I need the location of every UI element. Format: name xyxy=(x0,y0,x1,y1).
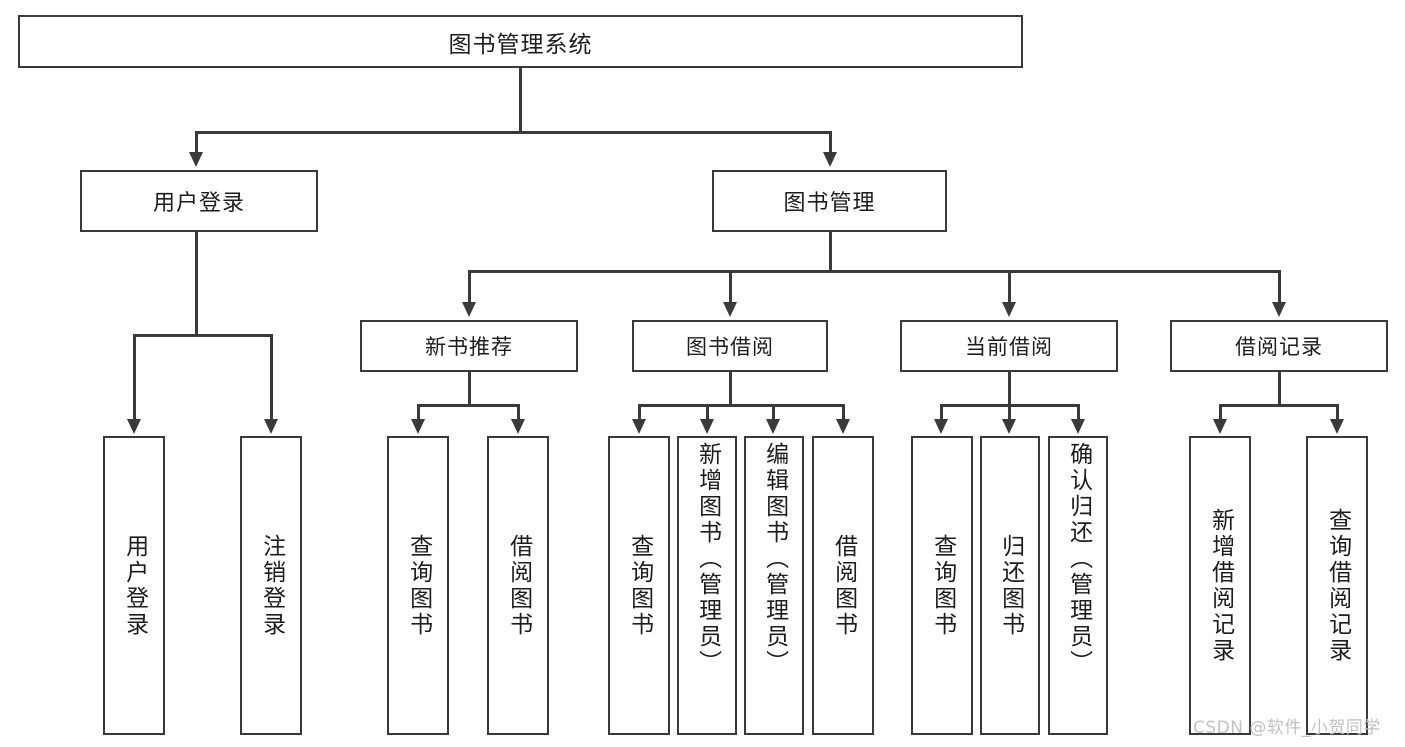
connector-drop-current-borrow xyxy=(1008,270,1011,303)
connector-drop-borrow-record xyxy=(1278,270,1281,303)
connector-root-rail xyxy=(196,131,832,134)
connector-user-login-drop-2 xyxy=(270,334,273,420)
leaf-borrow-book-new-recommend[interactable]: 借阅图书 xyxy=(487,436,549,735)
connector-user-login-stem xyxy=(195,232,198,335)
arrow-to-leaf-query-book-1 xyxy=(411,419,425,434)
arrow-to-book-borrow xyxy=(723,302,737,317)
connector-root-to-book-manage xyxy=(829,131,832,153)
connector-new-book-rail xyxy=(418,404,519,407)
node-borrow-record[interactable]: 借阅记录 xyxy=(1170,320,1388,372)
connector-current-borrow-drop-2 xyxy=(1008,404,1011,420)
arrow-to-leaf-borrow-book-1 xyxy=(511,419,525,434)
arrow-to-leaf-borrow-book-2 xyxy=(836,419,850,434)
node-user-login[interactable]: 用户登录 xyxy=(80,170,318,232)
connector-borrow-record-drop-2 xyxy=(1336,404,1339,420)
leaf-label: 注销登录 xyxy=(258,533,285,638)
connector-book-borrow-drop-4 xyxy=(842,404,845,420)
leaf-query-borrow-record[interactable]: 查询借阅记录 xyxy=(1306,436,1368,735)
leaf-borrow-book-borrow[interactable]: 借阅图书 xyxy=(812,436,874,735)
connector-root-to-user-login xyxy=(195,131,198,153)
leaf-label: 新增图书（管理员） xyxy=(694,442,721,676)
leaf-edit-book-admin[interactable]: 编辑图书（管理员） xyxy=(744,436,804,735)
leaf-user-login[interactable]: 用户登录 xyxy=(103,436,165,735)
arrow-to-new-book-recommend xyxy=(462,302,476,317)
node-label: 当前借阅 xyxy=(965,335,1053,359)
node-book-manage[interactable]: 图书管理 xyxy=(712,170,947,232)
arrow-to-leaf-query-book-3 xyxy=(934,419,948,434)
connector-borrow-record-rail xyxy=(1220,404,1338,407)
connector-book-borrow-drop-1 xyxy=(638,404,641,420)
arrow-to-leaf-add-record xyxy=(1213,419,1227,434)
arrow-to-book-manage xyxy=(823,152,837,167)
arrow-to-leaf-query-book-2 xyxy=(632,419,646,434)
node-book-borrow[interactable]: 图书借阅 xyxy=(632,320,828,372)
connector-book-borrow-drop-3 xyxy=(772,404,775,420)
leaf-add-borrow-record[interactable]: 新增借阅记录 xyxy=(1189,436,1251,735)
csdn-watermark: CSDN @软件_小贺同学 xyxy=(1193,718,1381,738)
leaf-label: 查询图书 xyxy=(405,533,432,638)
leaf-query-book-current[interactable]: 查询图书 xyxy=(911,436,973,735)
arrow-to-leaf-return-book xyxy=(1002,419,1016,434)
node-new-book-recommend[interactable]: 新书推荐 xyxy=(360,320,578,372)
node-label: 新书推荐 xyxy=(425,335,513,359)
node-label: 图书管理系统 xyxy=(448,31,593,58)
connector-drop-book-borrow xyxy=(729,270,732,303)
leaf-label: 查询图书 xyxy=(929,533,956,638)
connector-book-manage-stem xyxy=(829,232,832,271)
leaf-add-book-admin[interactable]: 新增图书（管理员） xyxy=(677,436,737,735)
connector-book-borrow-drop-2 xyxy=(706,404,709,420)
leaf-query-book-borrow[interactable]: 查询图书 xyxy=(608,436,670,735)
node-label: 图书借阅 xyxy=(686,335,774,359)
node-root-book-management-system[interactable]: 图书管理系统 xyxy=(18,15,1023,68)
arrow-to-borrow-record xyxy=(1272,302,1286,317)
arrow-to-leaf-query-record xyxy=(1330,419,1344,434)
arrow-to-current-borrow xyxy=(1002,302,1016,317)
leaf-label: 新增借阅记录 xyxy=(1207,507,1234,664)
arrow-to-leaf-add-book xyxy=(700,419,714,434)
leaf-logout[interactable]: 注销登录 xyxy=(240,436,302,735)
connector-user-login-rail xyxy=(134,334,271,337)
arrow-to-user-login xyxy=(189,152,203,167)
connector-root-stem xyxy=(519,68,522,132)
node-label: 用户登录 xyxy=(152,191,245,216)
arrow-to-leaf-confirm-return xyxy=(1071,419,1085,434)
arrow-to-leaf-logout xyxy=(264,419,278,434)
leaf-label: 确认归还（管理员） xyxy=(1065,442,1092,676)
node-current-borrow[interactable]: 当前借阅 xyxy=(900,320,1118,372)
leaf-label: 借阅图书 xyxy=(830,533,857,638)
connector-borrow-record-stem xyxy=(1278,372,1281,405)
connector-book-manage-rail xyxy=(469,270,1280,273)
connector-new-book-stem xyxy=(468,372,471,405)
arrow-to-leaf-user-login xyxy=(127,419,141,434)
connector-book-borrow-stem xyxy=(729,372,732,405)
connector-borrow-record-drop-1 xyxy=(1219,404,1222,420)
leaf-label: 借阅图书 xyxy=(505,533,532,638)
connector-drop-new-book-recommend xyxy=(468,270,471,303)
connector-current-borrow-drop-1 xyxy=(940,404,943,420)
connector-user-login-drop-1 xyxy=(133,334,136,420)
leaf-label: 用户登录 xyxy=(121,533,148,638)
connector-current-borrow-drop-3 xyxy=(1077,404,1080,420)
node-label: 图书管理 xyxy=(783,191,876,216)
leaf-confirm-return-admin[interactable]: 确认归还（管理员） xyxy=(1048,436,1108,735)
leaf-label: 编辑图书（管理员） xyxy=(761,442,788,676)
leaf-query-book-new-recommend[interactable]: 查询图书 xyxy=(387,436,449,735)
connector-current-borrow-stem xyxy=(1008,372,1011,405)
leaf-label: 归还图书 xyxy=(997,533,1024,638)
connector-new-book-drop-2 xyxy=(517,404,520,420)
leaf-return-book[interactable]: 归还图书 xyxy=(980,436,1040,735)
connector-new-book-drop-1 xyxy=(417,404,420,420)
node-label: 借阅记录 xyxy=(1235,335,1323,359)
leaf-label: 查询借阅记录 xyxy=(1324,507,1351,664)
arrow-to-leaf-edit-book xyxy=(766,419,780,434)
connector-book-borrow-rail xyxy=(639,404,844,407)
leaf-label: 查询图书 xyxy=(626,533,653,638)
